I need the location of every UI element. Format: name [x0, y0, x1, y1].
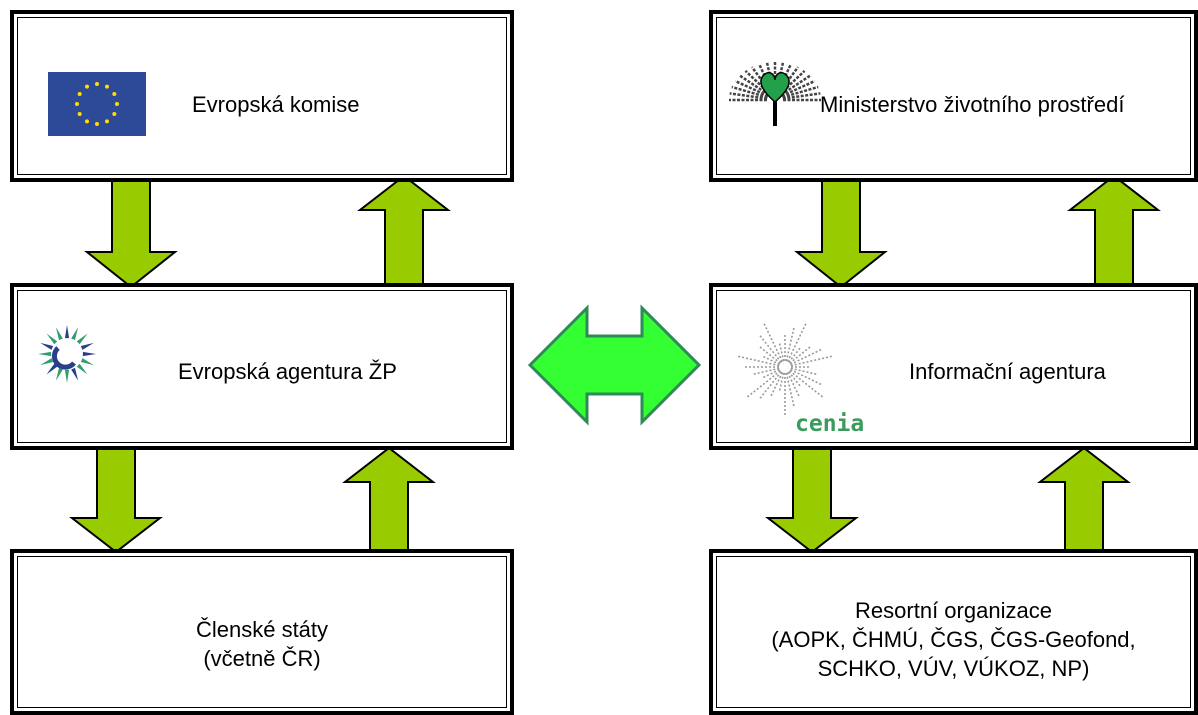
- label-ministerstvo: Ministerstvo životního prostředí: [820, 92, 1125, 117]
- eu-flag-icon: [48, 72, 146, 136]
- box-evropska-komise: Evropská komise: [10, 10, 514, 182]
- label-organizace-list-2: SCHKO, VÚV, VÚKOZ, NP): [817, 656, 1090, 681]
- label-clenske-staty: Členské státy: [195, 617, 329, 642]
- eea-logo-icon: [38, 325, 96, 383]
- arrow-up-cenia-to-ministerstvo: [1067, 174, 1161, 288]
- box-ministerstvo: Ministerstvo životního prostředí: [709, 10, 1198, 182]
- box-informacni-agentura: cenia Informační agentura: [709, 283, 1198, 450]
- arrow-up-organizace-to-cenia: [1037, 446, 1131, 553]
- arrow-up-staty-to-agentura: [342, 446, 436, 553]
- label-evropska-komise: Evropská komise: [192, 92, 360, 117]
- cenia-logo-icon: cenia: [736, 321, 864, 437]
- box-resortni-organizace: Resortní organizace (AOPK, ČHMÚ, ČGS, ČG…: [709, 549, 1198, 715]
- arrow-down-ministerstvo-to-cenia: [794, 175, 888, 289]
- arrow-down-agentura-to-staty: [69, 447, 163, 554]
- label-vcetne-cr: (včetně ČR): [203, 646, 321, 671]
- label-informacni-agentura: Informační agentura: [909, 359, 1106, 384]
- label-resortni-organizace: Resortní organizace: [855, 598, 1052, 623]
- cenia-logo-text: cenia: [795, 411, 864, 437]
- arrow-down-komise-to-agentura: [84, 179, 178, 289]
- box-clenske-staty: Členské státy (včetně ČR): [10, 549, 514, 715]
- box-evropska-agentura-zp: Evropská agentura ŽP: [10, 283, 514, 450]
- double-arrow-agencies: [527, 304, 702, 426]
- label-evropska-agentura-zp: Evropská agentura ŽP: [178, 359, 397, 384]
- mzp-logo-icon: [729, 62, 821, 126]
- arrow-up-agentura-to-komise: [357, 174, 451, 288]
- arrow-down-cenia-to-organizace: [765, 447, 859, 554]
- label-organizace-list-1: (AOPK, ČHMÚ, ČGS, ČGS-Geofond,: [771, 627, 1136, 652]
